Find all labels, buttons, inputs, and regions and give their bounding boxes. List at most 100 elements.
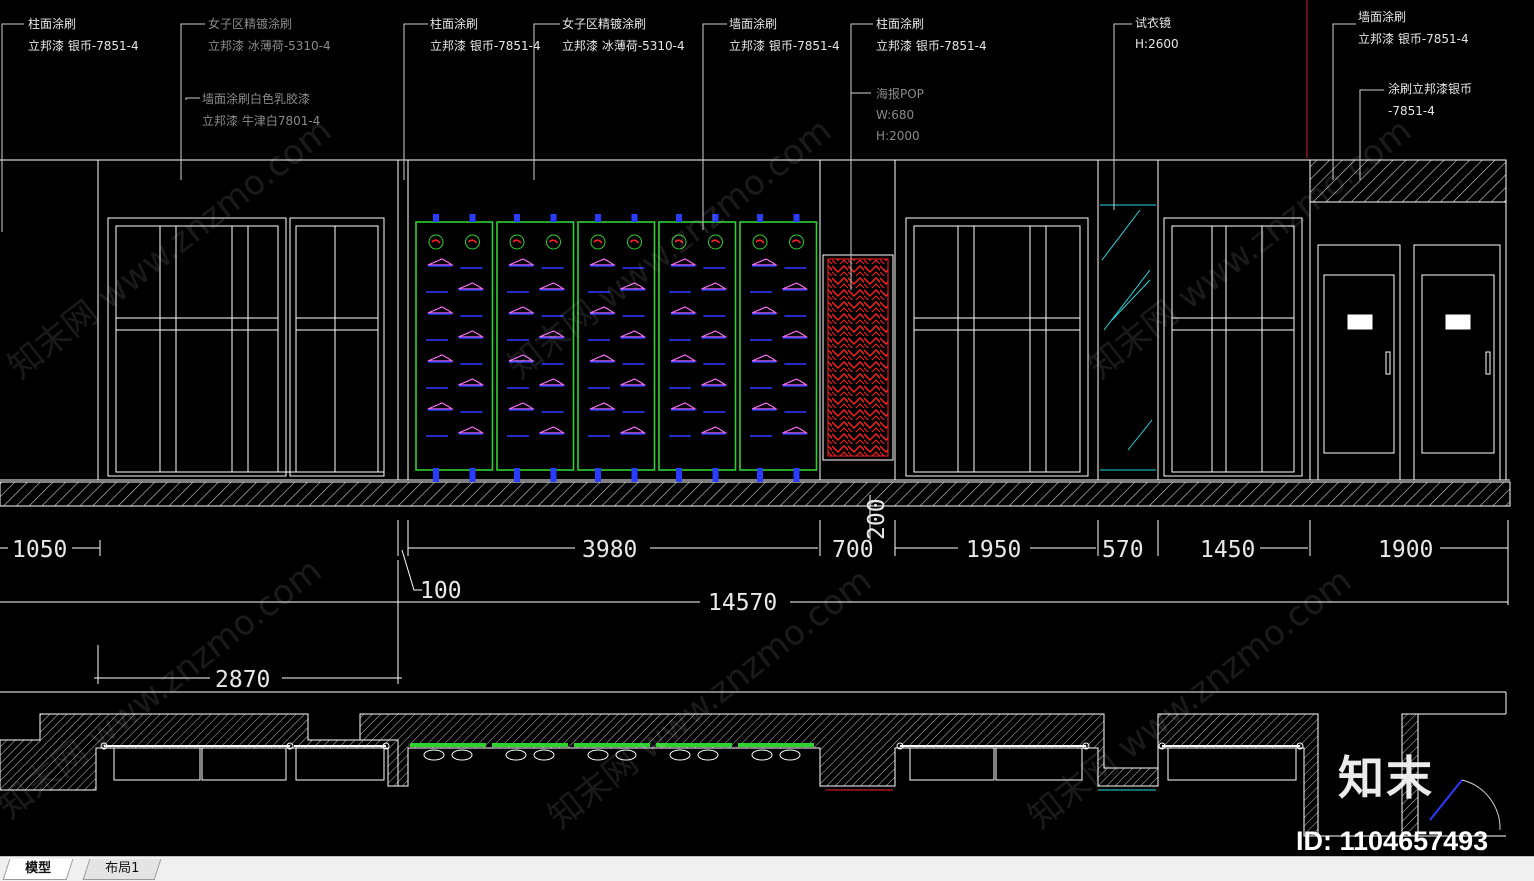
shoe-display-wall xyxy=(415,214,818,482)
plan-shelf xyxy=(656,743,732,747)
shoe-icon xyxy=(670,258,697,266)
shoe-icon xyxy=(508,306,535,314)
shoe-icon xyxy=(508,402,535,410)
note-4-sub: 立邦漆 银币-7851-4 xyxy=(430,38,541,53)
brand-logo-icon xyxy=(428,234,444,250)
shoe-icon xyxy=(589,258,616,266)
shoe-icon xyxy=(427,258,454,266)
note-1-sub: 立邦漆 银币-7851-4 xyxy=(28,38,139,53)
shoe-icon xyxy=(670,306,697,314)
shoe-icon xyxy=(427,306,454,314)
shoe-icon xyxy=(782,330,809,338)
elevation-view xyxy=(0,159,1511,507)
shoe-icon xyxy=(782,378,809,386)
shoe-icon xyxy=(589,306,616,314)
shoe-icon xyxy=(589,354,616,362)
plan-shoe-ellipse xyxy=(697,749,719,761)
plan-shelf xyxy=(574,743,650,747)
note-4-title: 柱面涂刷 xyxy=(430,16,478,31)
shoe-panel xyxy=(577,214,656,482)
shoe-panel xyxy=(739,214,818,482)
shoe-icon xyxy=(751,402,778,410)
plan-shoe-ellipse xyxy=(669,749,691,761)
note-7-title: 柱面涂刷 xyxy=(876,16,924,31)
leader-lines xyxy=(1,0,1384,290)
fitting-room-doors xyxy=(1317,244,1501,481)
dim-700: 700 xyxy=(832,537,874,563)
dim-200: 200 xyxy=(864,498,890,540)
note-8-sub2: H:2000 xyxy=(876,129,920,143)
shoe-panel xyxy=(658,214,737,482)
note-11-sub: -7851-4 xyxy=(1388,104,1435,118)
glass-cabinet-right xyxy=(1163,217,1303,477)
note-3-title: 墙面涂刷白色乳胶漆 xyxy=(202,91,310,106)
plan-shoe-ellipse xyxy=(615,749,637,761)
image-id-label: ID: 1104657493 xyxy=(1296,826,1489,856)
layout-tab-bar: 模型 布局1 xyxy=(0,856,1534,881)
shoe-icon xyxy=(701,330,728,338)
brand-logo-icon xyxy=(546,234,561,250)
note-6-sub: 立邦漆 银币-7851-4 xyxy=(729,38,840,53)
shoe-icon xyxy=(620,426,647,434)
note-8-title: 海报POP xyxy=(876,86,924,101)
dim-14570: 14570 xyxy=(708,590,777,616)
shoe-icon xyxy=(751,354,778,362)
note-2-sub: 立邦漆 冰薄荷-5310-4 xyxy=(208,38,331,53)
shoe-icon xyxy=(458,330,485,338)
cad-drawing-canvas[interactable]: 柱面涂刷 立邦漆 银币-7851-4 女子区精镀涂刷 立邦漆 冰薄荷-5310-… xyxy=(0,0,1534,856)
shoe-icon xyxy=(620,282,647,290)
tab-model[interactable]: 模型 xyxy=(2,859,74,880)
shoe-icon xyxy=(701,378,728,386)
floor-slab-hatch xyxy=(0,481,1511,507)
dim-1050: 1050 xyxy=(12,537,67,563)
glass-cabinet-middle xyxy=(905,217,1089,477)
note-9-sub: H:2600 xyxy=(1135,37,1179,51)
tab-layout1[interactable]: 布局1 xyxy=(82,859,162,880)
shoe-icon xyxy=(427,402,454,410)
plan-shoe-ellipse xyxy=(587,749,609,761)
shoe-icon xyxy=(670,402,697,410)
dim-1900: 1900 xyxy=(1378,537,1433,563)
watermark-1: 知末网 www.znzmo.com xyxy=(1,111,339,387)
shoe-icon xyxy=(751,258,778,266)
shoe-icon xyxy=(458,426,485,434)
dim-2870: 2870 xyxy=(215,667,270,693)
shoe-icon xyxy=(782,426,809,434)
plan-shoe-ellipse xyxy=(451,749,473,761)
dim-570: 570 xyxy=(1102,537,1144,563)
note-3-sub: 立邦漆 牛津白7801-4 xyxy=(202,113,320,128)
brand-logo-icon xyxy=(708,234,723,250)
shoe-icon xyxy=(458,282,485,290)
dim-1450: 1450 xyxy=(1200,537,1255,563)
dim-3980: 3980 xyxy=(582,537,637,563)
brand-logo-icon xyxy=(627,234,642,250)
note-1-title: 柱面涂刷 xyxy=(28,16,76,31)
dimension-lines xyxy=(0,495,1509,684)
brand-logo-icon xyxy=(509,234,525,250)
plan-shelf xyxy=(492,743,568,747)
shoe-icon xyxy=(620,330,647,338)
shoe-icon xyxy=(589,402,616,410)
plan-shoe-ellipse xyxy=(751,749,773,761)
fitting-mirror xyxy=(1100,204,1156,471)
shoe-icon xyxy=(508,354,535,362)
dim-1950: 1950 xyxy=(966,537,1021,563)
plan-shoe-ellipse xyxy=(779,749,801,761)
shoe-icon xyxy=(701,282,728,290)
shoe-icon xyxy=(539,282,566,290)
shoe-icon xyxy=(782,282,809,290)
watermark-3: 知末网 www.znzmo.com xyxy=(1081,111,1419,387)
dimension-texts: 1050 3980 700 200 1950 570 1450 1900 100… xyxy=(12,498,1433,693)
brand-logo-icon xyxy=(752,234,768,250)
dim-100: 100 xyxy=(420,578,462,604)
brand-logo-icon xyxy=(671,234,687,250)
shoe-icon xyxy=(670,354,697,362)
plan-shoe-ellipse xyxy=(423,749,445,761)
brand-logo-icon xyxy=(590,234,606,250)
glass-cabinet-left xyxy=(107,217,385,477)
shoe-panel xyxy=(415,214,494,482)
shoe-icon xyxy=(539,378,566,386)
note-5-sub: 立邦漆 冰薄荷-5310-4 xyxy=(562,38,685,53)
plan-shoe-ellipse xyxy=(505,749,527,761)
shoe-icon xyxy=(751,306,778,314)
